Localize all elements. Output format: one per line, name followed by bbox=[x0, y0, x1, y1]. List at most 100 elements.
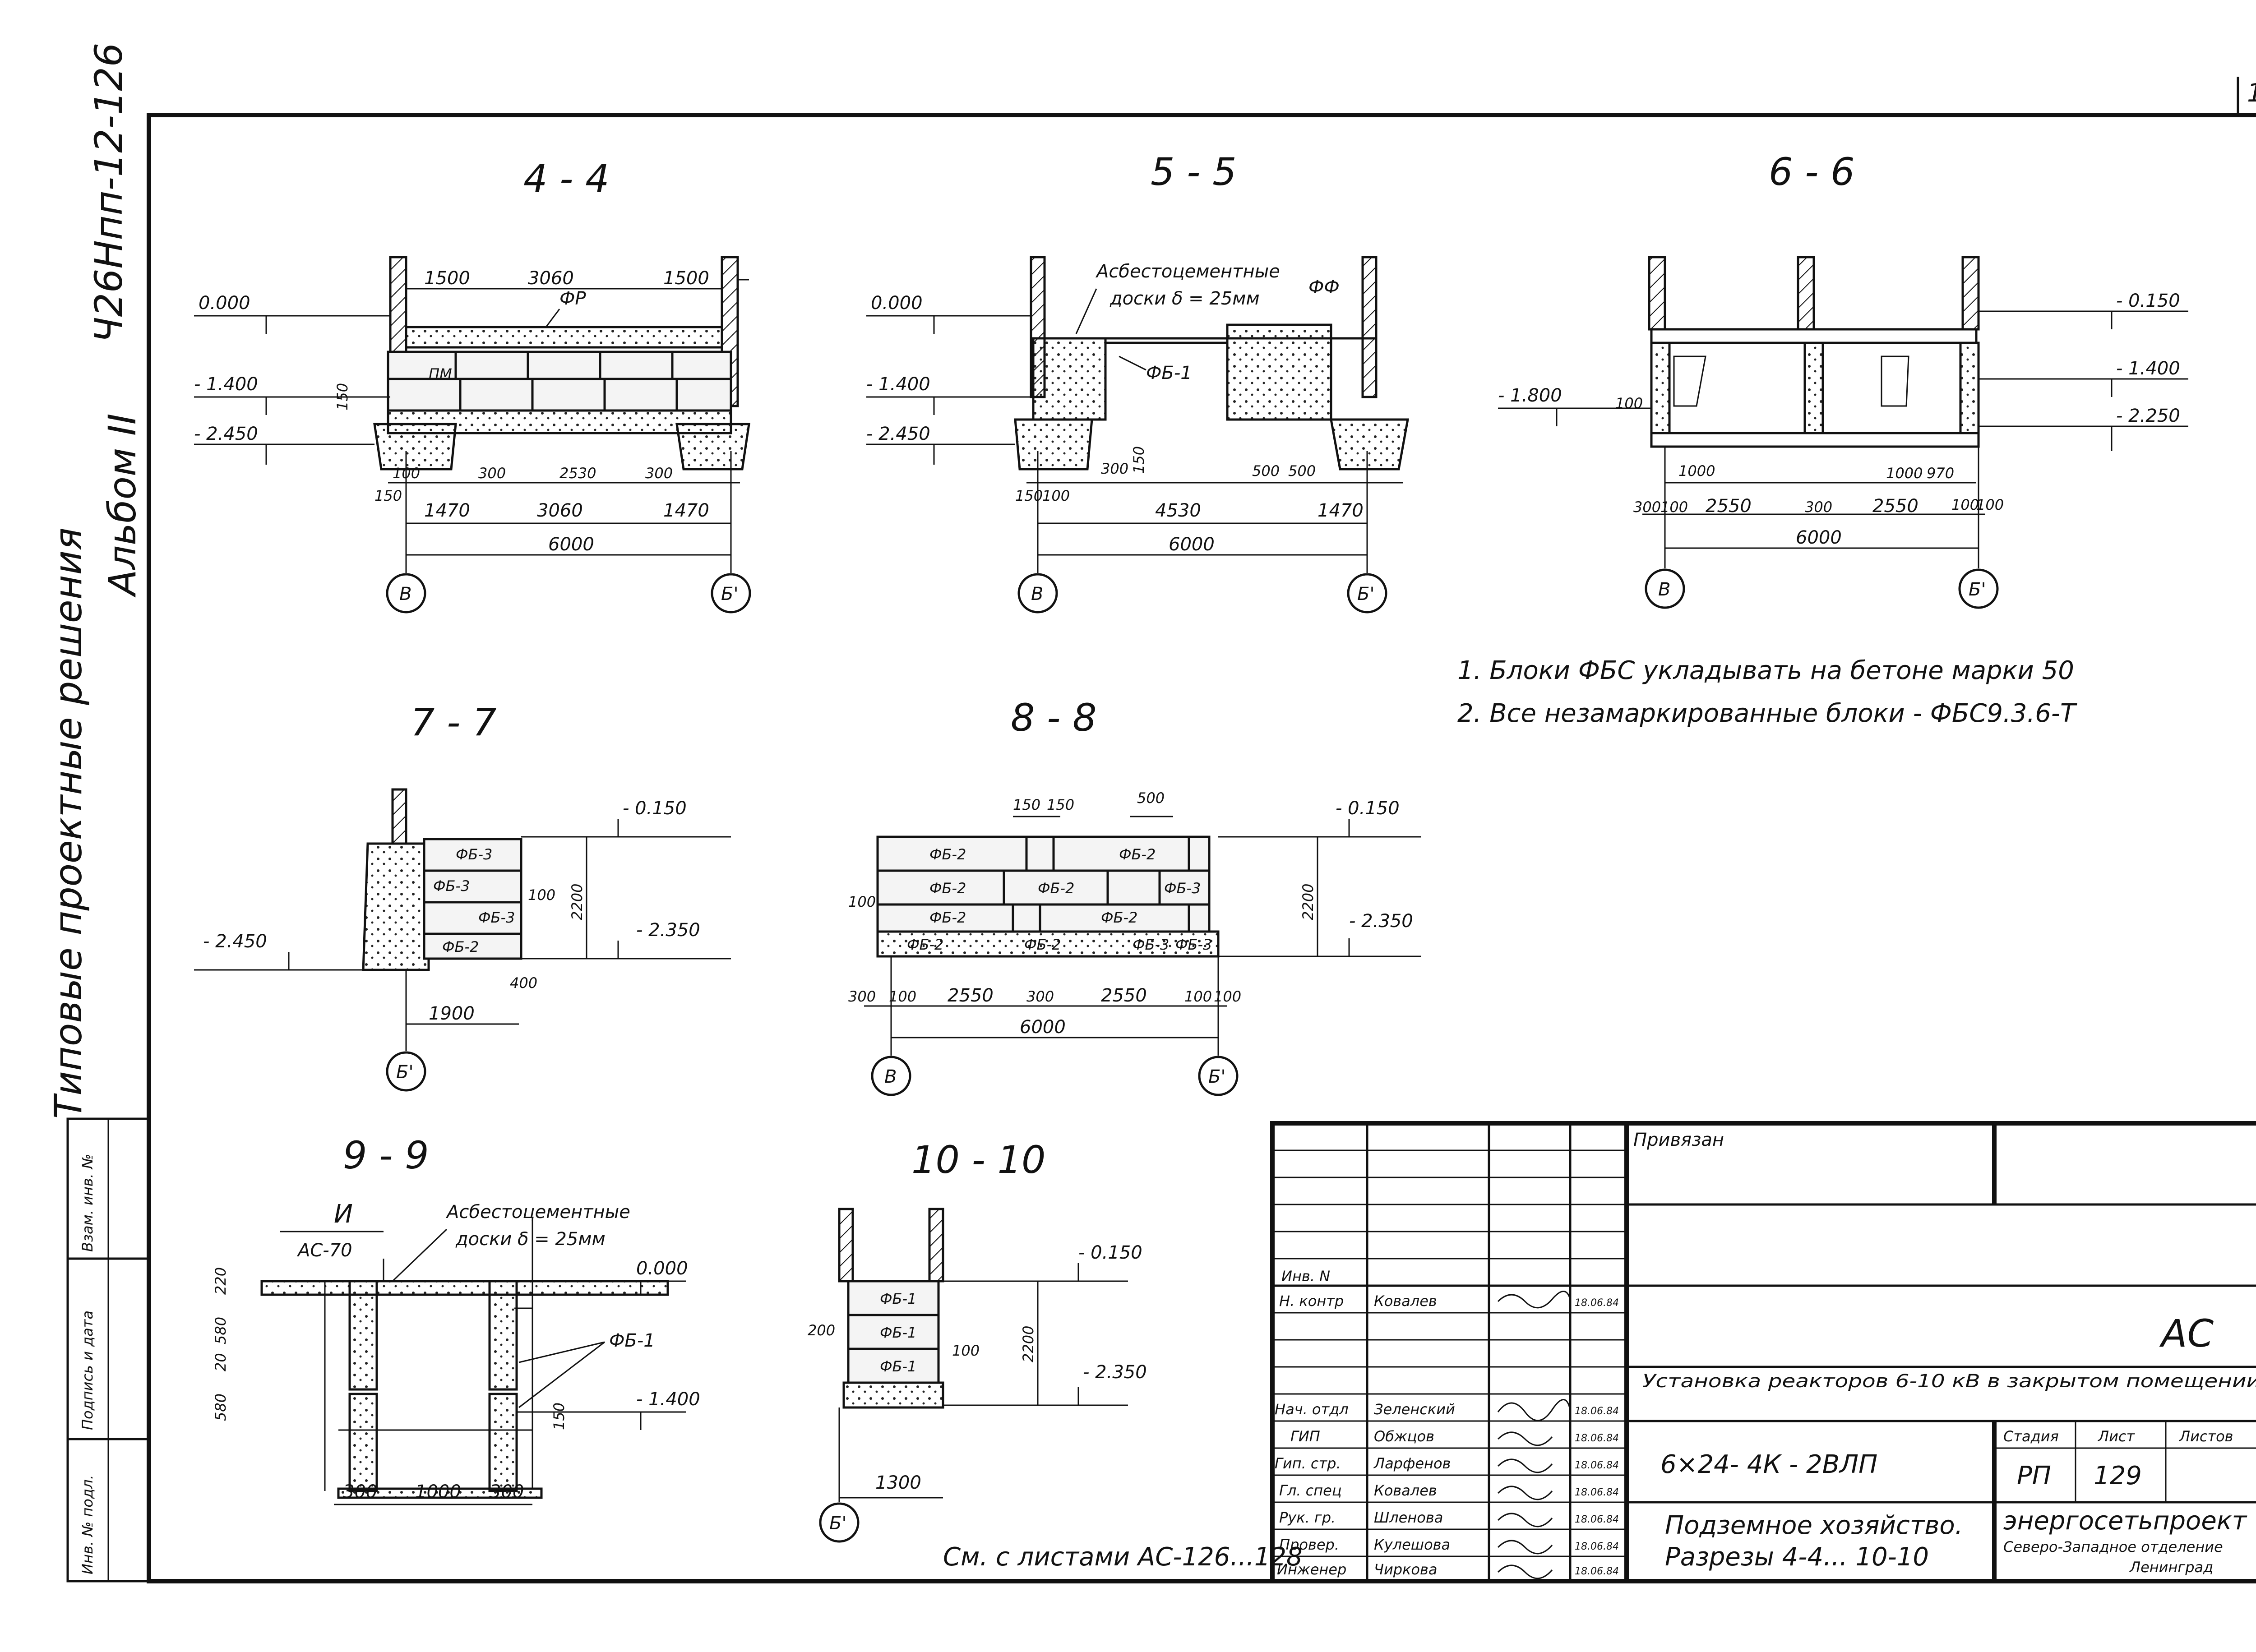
dim-mid-1: 1000 bbox=[1886, 465, 1923, 482]
staff-role-3: Гип. стр. bbox=[1275, 1455, 1341, 1472]
level-2: - 2.250 bbox=[2116, 406, 2180, 426]
dim-bot-0: 300 bbox=[848, 988, 876, 1005]
section-9-9: 9 - 9 И АС-70 Асбестоцементные доски δ =… bbox=[212, 1133, 700, 1505]
note-2: 2. Все незамаркированные блоки - ФБС9.3.… bbox=[1457, 699, 2077, 728]
stamp-inv-original: Инв. № подл. bbox=[79, 1475, 96, 1574]
dim-bot-1: 3060 bbox=[537, 500, 583, 521]
note-1: 1. Блоки ФБС укладывать на бетоне марки … bbox=[1457, 656, 2074, 685]
level-0: - 0.150 bbox=[623, 798, 687, 819]
label-fb3-a: ФБ-3 bbox=[456, 846, 492, 863]
page-number: 125 bbox=[2247, 78, 2256, 108]
dim-bot-4: 2550 bbox=[1872, 496, 1919, 517]
dim-bot-3: 300 bbox=[1805, 498, 1832, 516]
callout-letter: И bbox=[334, 1200, 353, 1229]
org-city: Ленинград bbox=[2129, 1559, 2213, 1576]
level-1: - 2.350 bbox=[1349, 911, 1413, 932]
staff-role-1: Нач. отдл bbox=[1275, 1401, 1349, 1418]
dim-total: 6000 bbox=[1020, 1017, 1066, 1038]
dim-mid-0: 150 bbox=[374, 487, 402, 504]
staff-name-1: Зеленский bbox=[1374, 1401, 1455, 1418]
staff-role-7: Инженер bbox=[1277, 1561, 1346, 1578]
label-1: ФБ-2 bbox=[1119, 846, 1156, 863]
label-0: ФБ-2 bbox=[929, 846, 966, 863]
section-title: 6 - 6 bbox=[1769, 150, 1855, 194]
label-3: ФБ-2 bbox=[1038, 880, 1074, 897]
dim-top-0: 150 bbox=[1013, 796, 1040, 813]
dim-small: 100 bbox=[528, 886, 555, 904]
staff-date-2: 18.06.84 bbox=[1575, 1433, 1619, 1444]
staff-name-3: Ларфенов bbox=[1373, 1455, 1451, 1472]
stage-header: Стадия bbox=[2003, 1428, 2059, 1445]
project-code: 6×24- 4К - 2ВЛП bbox=[1660, 1450, 1877, 1479]
sheet-header: Лист bbox=[2098, 1428, 2135, 1445]
dim-top-2: 1500 bbox=[663, 268, 709, 289]
level-0: - 0.150 bbox=[2116, 291, 2180, 311]
dim-mid-3: 500 bbox=[1252, 462, 1280, 480]
label-ff: ФФ bbox=[1308, 277, 1340, 298]
title-block: Привязан Инв. N Н. контр Ковалев 18.06.8… bbox=[1270, 1121, 2256, 1583]
axis-b: Б' bbox=[829, 1513, 846, 1534]
staff-name-6: Кулешова bbox=[1374, 1536, 1450, 1553]
axis-b: Б' bbox=[721, 584, 738, 605]
dim-bot-0: 300 bbox=[1633, 498, 1661, 516]
dim-bot-0: 4530 bbox=[1155, 500, 1201, 521]
label-7: ФБ-2 bbox=[907, 936, 943, 953]
sheets-header: Листов bbox=[2179, 1428, 2233, 1445]
dim-bot-4: 2550 bbox=[1101, 985, 1147, 1006]
level-3: - 1.800 bbox=[1498, 385, 1562, 406]
note-line-2: доски δ = 25мм bbox=[455, 1229, 606, 1250]
dim-bot-2: 2550 bbox=[1706, 496, 1752, 517]
dim-mid-1: 100 bbox=[1042, 487, 1070, 504]
label-4: ФБ-3 bbox=[1164, 880, 1201, 897]
dim-mid-4: 500 bbox=[1288, 462, 1316, 480]
staff-role-5: Рук. гр. bbox=[1279, 1509, 1336, 1526]
album-label: Альбом II bbox=[100, 414, 144, 598]
label-5: ФБ-2 bbox=[929, 909, 966, 926]
section-7-7: 7 - 7 ФБ-3 ФБ-3 ФБ-3 ФБ-2 - 0.150 - 2.35… bbox=[194, 700, 731, 1092]
level-1: - 1.400 bbox=[194, 374, 258, 395]
level-0: 0.000 bbox=[636, 1258, 688, 1279]
level-1: - 1.400 bbox=[866, 374, 930, 395]
staff-role-4: Гл. спец bbox=[1279, 1482, 1342, 1499]
side-dim: 150 bbox=[1130, 446, 1147, 474]
dim-left-3: 580 bbox=[212, 1394, 229, 1421]
label-fb1: ФБ-1 bbox=[609, 1330, 655, 1351]
section-5-5: 5 - 5 0.000 - 1.400 - 2.450 Асбестоцемен… bbox=[866, 150, 1409, 614]
level-1: - 2.350 bbox=[636, 920, 700, 941]
dim-top-0: 1500 bbox=[424, 268, 470, 289]
dim-bot-5: 100 bbox=[1184, 988, 1212, 1005]
org-branch: Северо-Западное отделение bbox=[2003, 1538, 2223, 1555]
side-dim: 100 bbox=[848, 893, 876, 910]
dim-top-1: 150 bbox=[1047, 796, 1074, 813]
staff-date-3: 18.06.84 bbox=[1575, 1460, 1619, 1471]
document-code: Ч26Нпп-12-126 bbox=[87, 43, 131, 343]
label-10: ФБ-3 bbox=[1175, 936, 1212, 953]
dim-bot-1: 1000 bbox=[415, 1481, 461, 1502]
side-dim: 150 bbox=[550, 1403, 568, 1430]
axis-b: Б' bbox=[396, 1062, 413, 1083]
axis-b: Б' bbox=[1208, 1066, 1225, 1087]
staff-date-7: 18.06.84 bbox=[1575, 1566, 1619, 1577]
project-title: Установка реакторов 6-10 кВ в закрытом п… bbox=[1642, 1371, 2256, 1392]
dim-bot: 1300 bbox=[875, 1472, 921, 1493]
callout-ref: АС-70 bbox=[296, 1240, 352, 1261]
dim-left-2: 20 bbox=[212, 1353, 229, 1371]
dim-height: 2200 bbox=[1299, 884, 1317, 920]
section-title: 9 - 9 bbox=[343, 1133, 429, 1177]
label-6: ФБ-2 bbox=[1101, 909, 1137, 926]
dim-left-1: 580 bbox=[212, 1317, 229, 1344]
level-2: - 2.450 bbox=[194, 424, 258, 444]
section-title: 5 - 5 bbox=[1151, 150, 1237, 194]
stamp-replace-inv: Взам. инв. № bbox=[79, 1154, 96, 1252]
dim-bot-5: 100 bbox=[1951, 496, 1979, 513]
sheet-title-1: Подземное хозяйство. bbox=[1665, 1511, 1963, 1540]
level-0: 0.000 bbox=[199, 293, 250, 314]
dim-total: 6000 bbox=[1796, 527, 1842, 548]
level-2: - 2.450 bbox=[866, 424, 930, 444]
note-line-1: Асбестоцементные bbox=[445, 1202, 630, 1223]
dim-bot-2: 300 bbox=[490, 1481, 524, 1502]
left-dim: 100 bbox=[1615, 395, 1643, 412]
dim-mid-2: 300 bbox=[478, 465, 506, 482]
sheet-title-2: Разрезы 4-4... 10-10 bbox=[1665, 1542, 1929, 1572]
